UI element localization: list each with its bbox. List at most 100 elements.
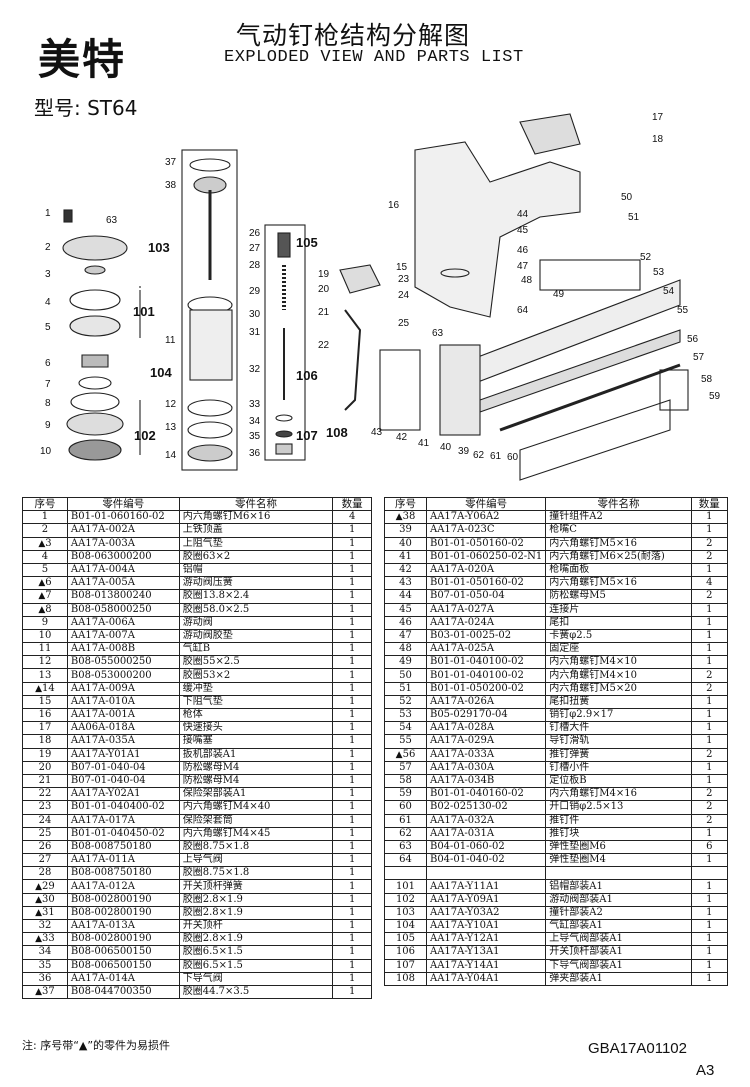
cell-name: 钉槽小件: [545, 760, 692, 775]
svg-text:42: 42: [396, 432, 408, 443]
svg-text:7: 7: [45, 379, 51, 390]
cell-code: B01-01-040100-02: [425, 655, 547, 670]
seq-value: 25: [38, 827, 52, 839]
cell-qty: 1: [332, 747, 372, 762]
cell-seq: 19: [22, 747, 68, 762]
cell-code: B04-01-060-02: [425, 839, 547, 855]
cell-code: B01-01-040100-02: [425, 668, 547, 683]
cell-seq: 20: [22, 760, 68, 775]
cell-seq: 45: [384, 602, 427, 617]
cell-name: 胶圈8.75×1.8: [178, 866, 334, 881]
cell-qty: 2: [690, 536, 729, 551]
table-header-row: 序号 零件编号 零件名称 数量: [384, 496, 729, 512]
wear-part-mark: ▲: [38, 604, 46, 615]
cell-code: AA17A-Y04A1: [425, 971, 547, 986]
cell-code: B08-002800190: [66, 905, 180, 921]
cell-seq: 2: [22, 523, 68, 538]
diagram-group-labels: 103 101 104 102 105 106 107 108: [133, 235, 348, 443]
svg-text:61: 61: [490, 451, 502, 462]
cell-code: AA17A-Y13A1: [425, 945, 547, 960]
seq-value: 22: [38, 788, 52, 800]
seq-value: 43: [399, 577, 412, 589]
document-code: GBA17A01102: [588, 1040, 687, 1057]
seq-value: 108: [395, 972, 416, 984]
cell-qty: 1: [332, 787, 372, 802]
cell-seq: 16: [22, 707, 68, 723]
cell-qty: 1: [332, 853, 372, 868]
cell-name: 弹夹部装A1: [545, 971, 692, 986]
cell-qty: 1: [690, 892, 729, 907]
seq-value: 44: [399, 590, 412, 602]
seq-value: 34: [38, 946, 52, 958]
seq-value: 4: [41, 550, 49, 562]
seq-value: 55: [399, 735, 412, 747]
cell-code: AA17A-023C: [425, 523, 547, 538]
cell-name: 扳机部装A1: [178, 747, 334, 762]
cell-name: 防松螺母M5: [545, 589, 692, 604]
cell-code: B08-002800190: [66, 932, 180, 947]
cell-code: AA17A-035A: [66, 734, 180, 749]
seq-value: 50: [399, 669, 412, 681]
table-row: [384, 866, 729, 881]
cell-qty: 1: [690, 879, 729, 894]
cell-code: [425, 866, 547, 881]
svg-text:19: 19: [318, 269, 330, 280]
seq-value: 31: [42, 906, 55, 918]
svg-text:104: 104: [150, 365, 172, 380]
seq-value: 7: [45, 590, 52, 602]
cell-seq: 39: [384, 523, 427, 538]
seq-value: 104: [395, 920, 416, 932]
cell-code: AA17A-005A: [66, 576, 180, 591]
svg-text:37: 37: [165, 157, 177, 168]
cell-name: 下阻气垫: [178, 694, 334, 710]
cell-name: 气缸部装A1: [545, 918, 692, 934]
cell-seq: 49: [384, 655, 427, 670]
cell-qty: 1: [332, 734, 372, 749]
seq-value: 35: [38, 959, 52, 971]
cell-code: B01-01-060160-02: [66, 510, 180, 525]
cell-seq: 102: [384, 892, 427, 907]
cell-name: 固定座: [545, 642, 692, 657]
seq-value: 39: [399, 524, 412, 536]
svg-text:48: 48: [521, 275, 533, 286]
seq-value: 53: [399, 709, 412, 721]
cell-name: 胶圈6.5×1.5: [178, 958, 334, 973]
cell-name: 开关顶杆: [178, 918, 334, 934]
seq-value: 56: [402, 748, 416, 760]
seq-value: 16: [38, 709, 52, 721]
svg-text:12: 12: [165, 399, 177, 410]
cell-qty: 1: [690, 523, 729, 538]
cell-code: B01-01-060250-02-N1: [425, 549, 547, 564]
cell-name: 上导气阀部装A1: [545, 932, 692, 947]
cell-seq: 105: [384, 932, 427, 947]
cell-qty: 1: [690, 694, 729, 710]
header-qty: 数量: [690, 496, 729, 512]
cell-qty: 1: [332, 971, 372, 986]
cell-name: 游动阀胶垫: [178, 628, 334, 644]
svg-text:103: 103: [148, 240, 170, 255]
seq-value: 38: [402, 511, 416, 523]
cell-name: 开关顶杆部装A1: [545, 945, 692, 960]
cell-seq: ▲33: [22, 932, 68, 947]
cell-seq: ▲6: [22, 576, 68, 591]
cell-name: 胶圈2.8×1.9: [178, 905, 334, 921]
svg-text:55: 55: [677, 305, 689, 316]
svg-text:6: 6: [45, 358, 51, 369]
seq-value: 18: [38, 735, 52, 747]
cell-code: B07-01-040-04: [66, 760, 180, 775]
seq-value: 64: [399, 854, 412, 866]
svg-text:53: 53: [653, 267, 665, 278]
